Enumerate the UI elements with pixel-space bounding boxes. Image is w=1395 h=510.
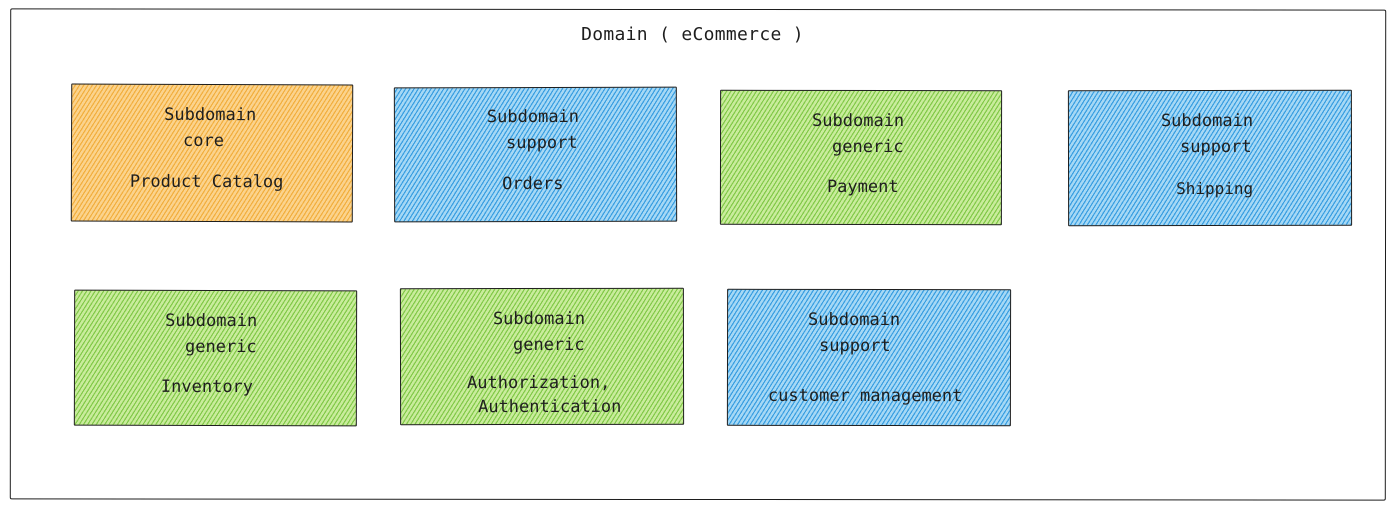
subdomain-name-line1: Authorization, xyxy=(467,372,611,394)
subdomain-type: core xyxy=(183,130,225,152)
subdomain-name: Shipping xyxy=(1176,178,1254,199)
subdomain-type: support xyxy=(819,335,891,357)
subdomain-name: Orders xyxy=(502,173,564,195)
subdomain-box-product-catalog[interactable]: Subdomain core Product Catalog xyxy=(70,83,354,223)
subdomain-type: support xyxy=(505,132,578,154)
subdomain-heading: Subdomain xyxy=(164,104,257,126)
subdomain-heading: Subdomain xyxy=(165,310,258,332)
subdomain-box-payment[interactable]: Subdomain generic Payment xyxy=(719,89,1003,226)
subdomain-name-line2: Authentication xyxy=(478,396,622,418)
subdomain-box-auth[interactable]: Subdomain generic Authorization, Authent… xyxy=(399,287,685,426)
subdomain-heading: Subdomain xyxy=(492,308,586,330)
subdomain-box-customer-management[interactable]: Subdomain support customer management xyxy=(726,288,1012,427)
subdomain-type: support xyxy=(1179,136,1252,158)
subdomain-name: Payment xyxy=(826,176,899,198)
subdomain-type: generic xyxy=(832,136,904,158)
subdomain-heading: Subdomain xyxy=(808,309,901,331)
subdomain-heading: Subdomain xyxy=(812,110,905,132)
subdomain-name: customer management xyxy=(767,385,963,407)
subdomain-heading: Subdomain xyxy=(1160,110,1254,132)
subdomain-name: Inventory xyxy=(160,376,254,398)
subdomain-heading: Subdomain xyxy=(486,106,580,128)
subdomain-type: generic xyxy=(185,336,257,358)
domain-container xyxy=(9,8,1387,501)
subdomain-box-inventory[interactable]: Subdomain generic Inventory xyxy=(73,289,358,427)
domain-title: Domain ( eCommerce ) xyxy=(581,24,804,45)
subdomain-type: generic xyxy=(512,334,585,356)
subdomain-box-orders[interactable]: Subdomain support Orders xyxy=(393,86,678,223)
subdomain-name: Product Catalog xyxy=(129,171,284,193)
subdomain-box-shipping[interactable]: Subdomain support Shipping xyxy=(1067,89,1353,227)
